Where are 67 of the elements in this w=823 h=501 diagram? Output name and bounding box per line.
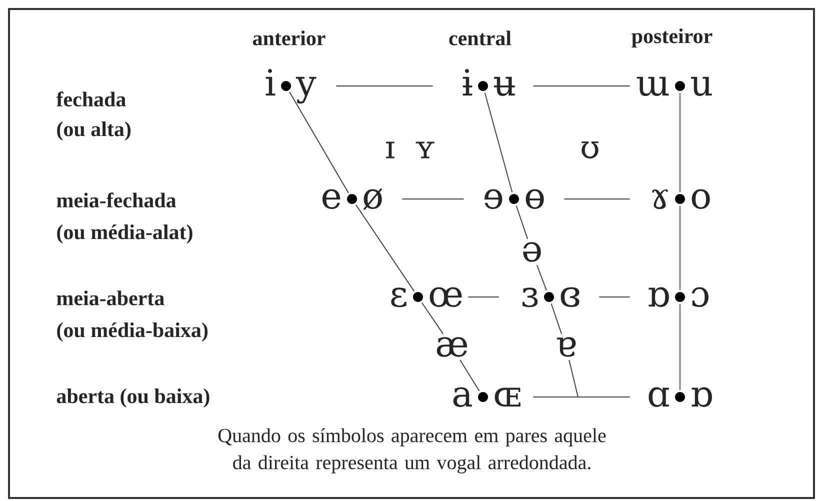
connector-line bbox=[564, 198, 630, 200]
node-label: ɒ bbox=[648, 287, 669, 307]
row-label: meia-aberta bbox=[56, 290, 164, 306]
node-label: ø bbox=[363, 188, 382, 210]
connector-line bbox=[289, 92, 349, 194]
connector-line bbox=[679, 304, 681, 390]
column-heading: anterior bbox=[252, 30, 326, 46]
row-label: meia-fechada bbox=[56, 192, 176, 208]
node-label: ɤ bbox=[652, 189, 668, 210]
column-heading: posteiror bbox=[632, 28, 712, 48]
connector-line bbox=[402, 198, 464, 200]
node-label: ʉ bbox=[494, 76, 515, 96]
vowel-symbol: æ bbox=[436, 337, 468, 357]
connector-line bbox=[468, 296, 500, 298]
vowel-pair: ɜ ɞ bbox=[522, 287, 580, 308]
vowel-symbol: ɐ bbox=[557, 337, 576, 357]
connector-line bbox=[598, 296, 630, 298]
connector-line bbox=[355, 204, 415, 292]
vowel-pair: ɤ o bbox=[652, 189, 710, 210]
node-label: y bbox=[296, 76, 316, 104]
connector-line bbox=[532, 396, 630, 398]
node-label: u bbox=[690, 76, 712, 96]
node-label: i bbox=[266, 69, 276, 96]
vowel-symbol: ɪ bbox=[386, 142, 394, 158]
node-label: a bbox=[453, 387, 472, 407]
row-label: (ou alta) bbox=[57, 121, 131, 140]
node-label: ɒ bbox=[692, 387, 712, 407]
vowel-symbol: ʊ bbox=[582, 141, 598, 159]
node-label: œ bbox=[430, 287, 462, 307]
column-heading: central bbox=[449, 30, 512, 46]
node-label: ɘ bbox=[484, 189, 502, 209]
connector-line bbox=[460, 360, 480, 392]
connector-line bbox=[679, 206, 681, 290]
node-label: ɜ bbox=[522, 288, 538, 308]
node-label: ɔ bbox=[692, 287, 708, 307]
connector-line bbox=[550, 303, 562, 334]
vowel-pair: ɯ u bbox=[636, 76, 712, 96]
connector-line bbox=[679, 93, 681, 192]
vowel-pair: i y bbox=[266, 69, 316, 104]
vowel-pair: ɛ œ bbox=[391, 287, 462, 308]
node-label: ɑ bbox=[648, 387, 669, 407]
node-label: e bbox=[322, 189, 340, 209]
node-label: ɵ bbox=[526, 189, 544, 209]
node-label: ɞ bbox=[560, 287, 580, 307]
caption: Quando os símbolos aparecem em pares aquele da direita representa um vogal arredondada. bbox=[218, 428, 606, 474]
vowel-pair: ɑ ɒ bbox=[648, 387, 712, 407]
connector-line bbox=[516, 205, 528, 240]
vowel-pair: ɘ ɵ bbox=[484, 189, 544, 209]
connector-line bbox=[421, 302, 444, 334]
connector-line bbox=[484, 92, 513, 193]
vowel-pair: a ɶ bbox=[453, 387, 520, 407]
node-label: o bbox=[692, 189, 710, 209]
row-label: (ou média-baixa) bbox=[57, 322, 208, 342]
vowel-symbol: ʏ bbox=[416, 142, 434, 158]
node-label: ɛ bbox=[391, 288, 406, 308]
node-label: ɶ bbox=[494, 388, 520, 406]
connector-line bbox=[536, 264, 548, 291]
row-label: (ou média-alat) bbox=[57, 224, 192, 244]
vowel-pair: ɨ ʉ bbox=[462, 69, 515, 96]
vowel-pair: ɒ ɔ bbox=[648, 287, 708, 307]
vowel-symbol: ə bbox=[523, 242, 541, 262]
row-label: aberta (ou baixa) bbox=[56, 388, 210, 408]
node-label: ɨ bbox=[462, 69, 472, 96]
row-label: fechada bbox=[56, 92, 126, 106]
connector-line bbox=[568, 360, 578, 398]
node-label: ɯ bbox=[636, 76, 669, 96]
vowel-pair: e ø bbox=[322, 188, 382, 210]
